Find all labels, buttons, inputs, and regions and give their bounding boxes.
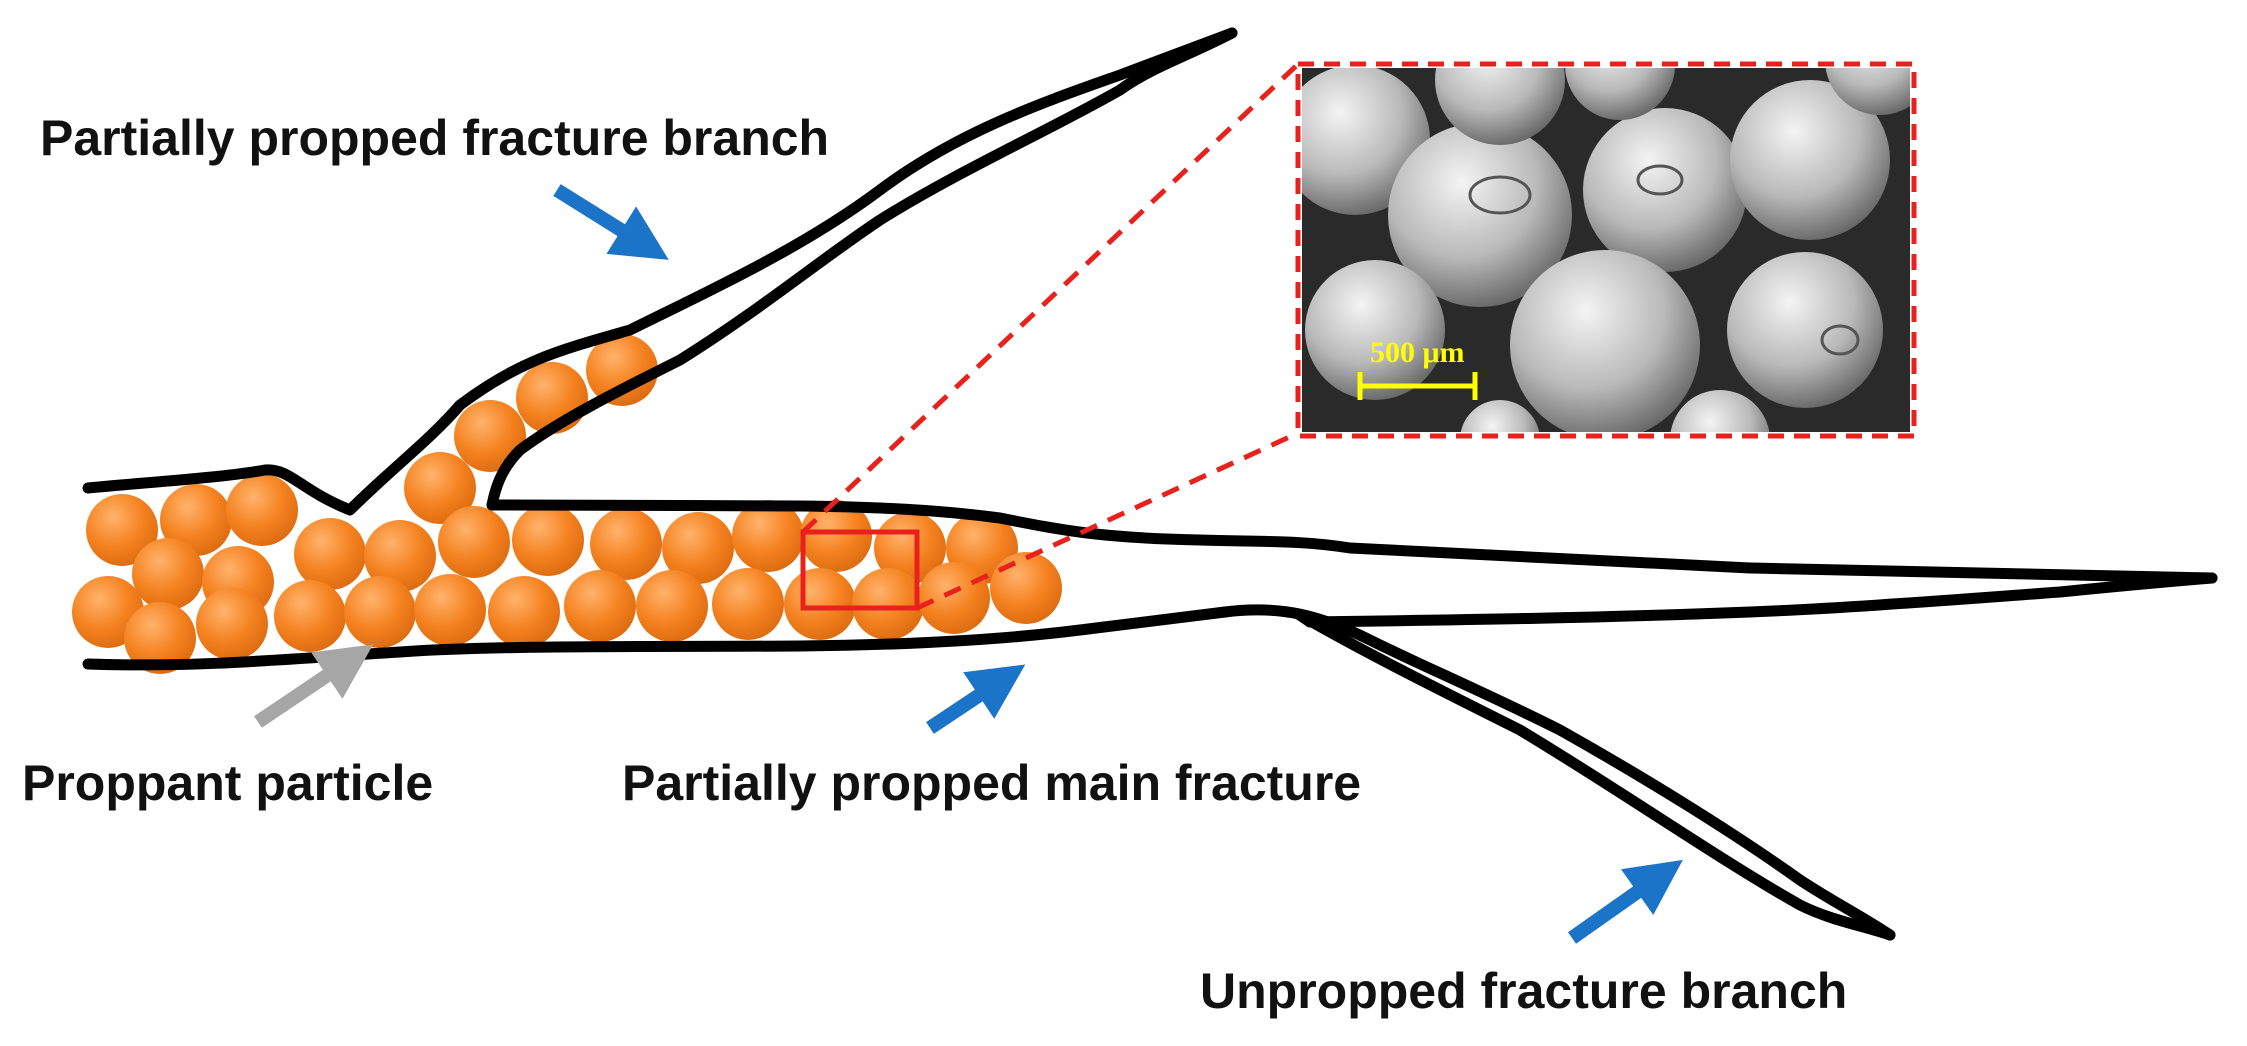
proppant-particle bbox=[662, 512, 734, 584]
main-fracture-upper-wall bbox=[486, 499, 2218, 584]
proppant-particle bbox=[590, 508, 662, 580]
fracture-outline bbox=[82, 27, 2218, 941]
proppant-particle bbox=[404, 452, 476, 524]
arrow-to-bottom-branch bbox=[1567, 859, 1683, 944]
proppant-particle bbox=[454, 400, 526, 472]
arrow-to-top-branch bbox=[553, 184, 669, 260]
proppant-particle bbox=[732, 500, 804, 572]
proppant-particle bbox=[852, 568, 924, 640]
label-unpropped-fracture-branch: Unpropped fracture branch bbox=[1200, 963, 1847, 1019]
proppant-particle bbox=[712, 568, 784, 640]
proppant-particle bbox=[918, 562, 990, 634]
main-fracture-lower-wall bbox=[82, 606, 1231, 671]
proppant-particle bbox=[86, 494, 158, 566]
proppant-particle bbox=[784, 568, 856, 640]
label-partially-propped-main-fracture: Partially propped main fracture bbox=[622, 755, 1361, 811]
top-branch-lower-wall bbox=[82, 27, 1238, 516]
proppant-particle bbox=[512, 504, 584, 576]
sem-inset: 500 μm bbox=[1295, 61, 1917, 439]
zoom-line-top bbox=[801, 64, 1298, 534]
proppant-particle bbox=[414, 574, 486, 646]
zoom-line-bottom bbox=[915, 431, 1298, 611]
top-branch-upper-wall bbox=[486, 27, 1238, 511]
main-fracture-tip bbox=[1304, 572, 2218, 628]
arrow-to-main-fracture bbox=[926, 664, 1026, 734]
proppant-particle bbox=[274, 580, 346, 652]
label-proppant-particle: Proppant particle bbox=[22, 755, 433, 811]
scale-bar-label: 500 μm bbox=[1370, 336, 1465, 369]
zoom-region-box bbox=[800, 529, 920, 611]
proppant-particle bbox=[160, 484, 232, 556]
sem-micrograph bbox=[1302, 68, 1910, 432]
bottom-branch-lower-wall bbox=[1219, 604, 1896, 941]
label-partially-propped-fracture-branch: Partially propped fracture branch bbox=[40, 110, 829, 166]
proppant-particle bbox=[226, 474, 298, 546]
proppant-particle bbox=[990, 552, 1062, 624]
arrow-to-proppant bbox=[254, 644, 374, 728]
proppant-particle bbox=[132, 538, 204, 610]
proppant-particle bbox=[564, 570, 636, 642]
proppant-particle bbox=[124, 602, 196, 674]
proppant-particles bbox=[72, 334, 1062, 674]
proppant-particle bbox=[364, 520, 436, 592]
proppant-particle bbox=[196, 588, 268, 660]
proppant-particle bbox=[294, 518, 366, 590]
proppant-particle bbox=[488, 576, 560, 648]
proppant-particle bbox=[344, 576, 416, 648]
proppant-particle bbox=[438, 506, 510, 578]
proppant-particle bbox=[586, 334, 658, 406]
proppant-particle bbox=[800, 500, 872, 572]
proppant-particle bbox=[636, 570, 708, 642]
